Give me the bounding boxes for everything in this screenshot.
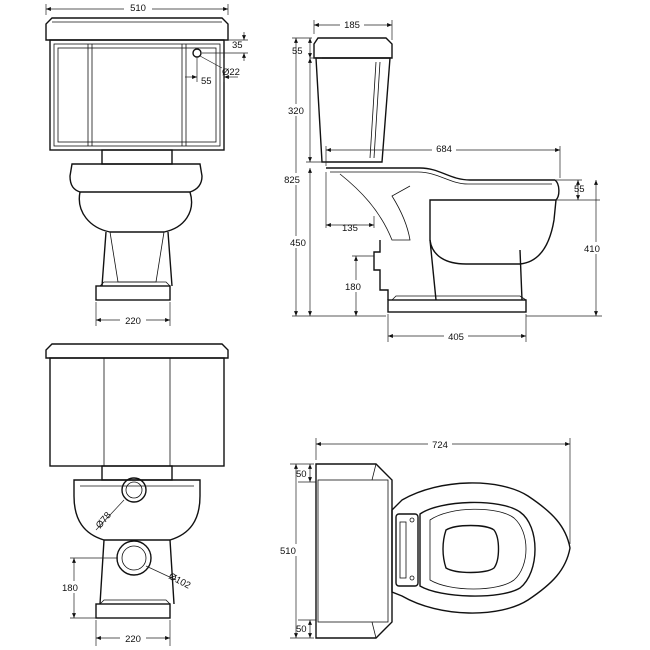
front-pan <box>69 149 203 301</box>
pan-height-label: 450 <box>290 238 306 249</box>
front-pedestal-width-label: 220 <box>125 316 141 327</box>
total-height-label: 825 <box>284 175 300 186</box>
outlet-height-label: 180 <box>345 282 361 293</box>
side-base-dimension: 405 <box>387 314 527 343</box>
plan-top-margin-label: 50 <box>296 469 307 480</box>
inlet-hole-icon <box>192 48 202 58</box>
tank-depth-label: 185 <box>344 20 360 31</box>
front-tank-width-label: 510 <box>130 3 146 14</box>
rear-pedestal-width-label: 220 <box>125 634 141 645</box>
side-pan <box>326 167 560 313</box>
inlet-diameter-label: Ø22 <box>222 67 240 78</box>
side-top-dimensions: 185 684 <box>313 19 561 178</box>
rear-inlet-diameter-label: Ø78 <box>94 510 114 531</box>
rear-inlet-icon <box>121 477 147 503</box>
front-inlet-dimensions: 35 55 Ø22 <box>185 32 248 87</box>
rear-pan <box>73 465 201 619</box>
front-tank-width-dimension: 510 <box>45 2 229 15</box>
seat-height-label: 410 <box>584 244 600 255</box>
plan-bottom-margin-label: 50 <box>296 624 307 635</box>
inlet-from-top-label: 35 <box>232 40 243 51</box>
plan-overall-length-label: 724 <box>432 440 448 451</box>
base-length-label: 405 <box>448 332 464 343</box>
outlet-offset-label: 135 <box>342 223 358 234</box>
rear-outlet-height-label: 180 <box>62 583 78 594</box>
rear-outlet-diameter-label: Ø102 <box>167 571 193 592</box>
side-cistern <box>313 37 393 163</box>
bowl-opening-icon <box>442 524 500 574</box>
side-view: 825 55 320 450 185 684 <box>283 19 604 343</box>
side-height-dimensions: 825 55 320 450 <box>283 37 386 317</box>
inlet-from-side-label: 55 <box>201 76 212 87</box>
side-right-dimensions: 55 410 <box>526 179 604 317</box>
rear-cistern <box>45 343 229 467</box>
plan-pan <box>391 482 571 614</box>
plan-dimensions: 724 510 50 50 <box>280 438 571 639</box>
side-outlet-dimensions: 135 180 <box>325 172 375 316</box>
front-pedestal-dimension: 220 <box>95 302 171 327</box>
front-view: 510 35 55 Ø22 220 <box>45 2 248 327</box>
rear-view: Ø78 Ø102 180 220 <box>45 343 229 646</box>
projection-label: 684 <box>436 144 452 155</box>
tank-height-label: 320 <box>288 106 304 117</box>
lid-height-label: 55 <box>292 46 303 57</box>
rim-offset-label: 55 <box>574 184 585 195</box>
plan-cistern <box>315 463 393 639</box>
seat-icon <box>419 501 536 597</box>
plan-view: 724 510 50 50 <box>280 438 571 639</box>
plan-tank-width-label: 510 <box>280 546 296 557</box>
